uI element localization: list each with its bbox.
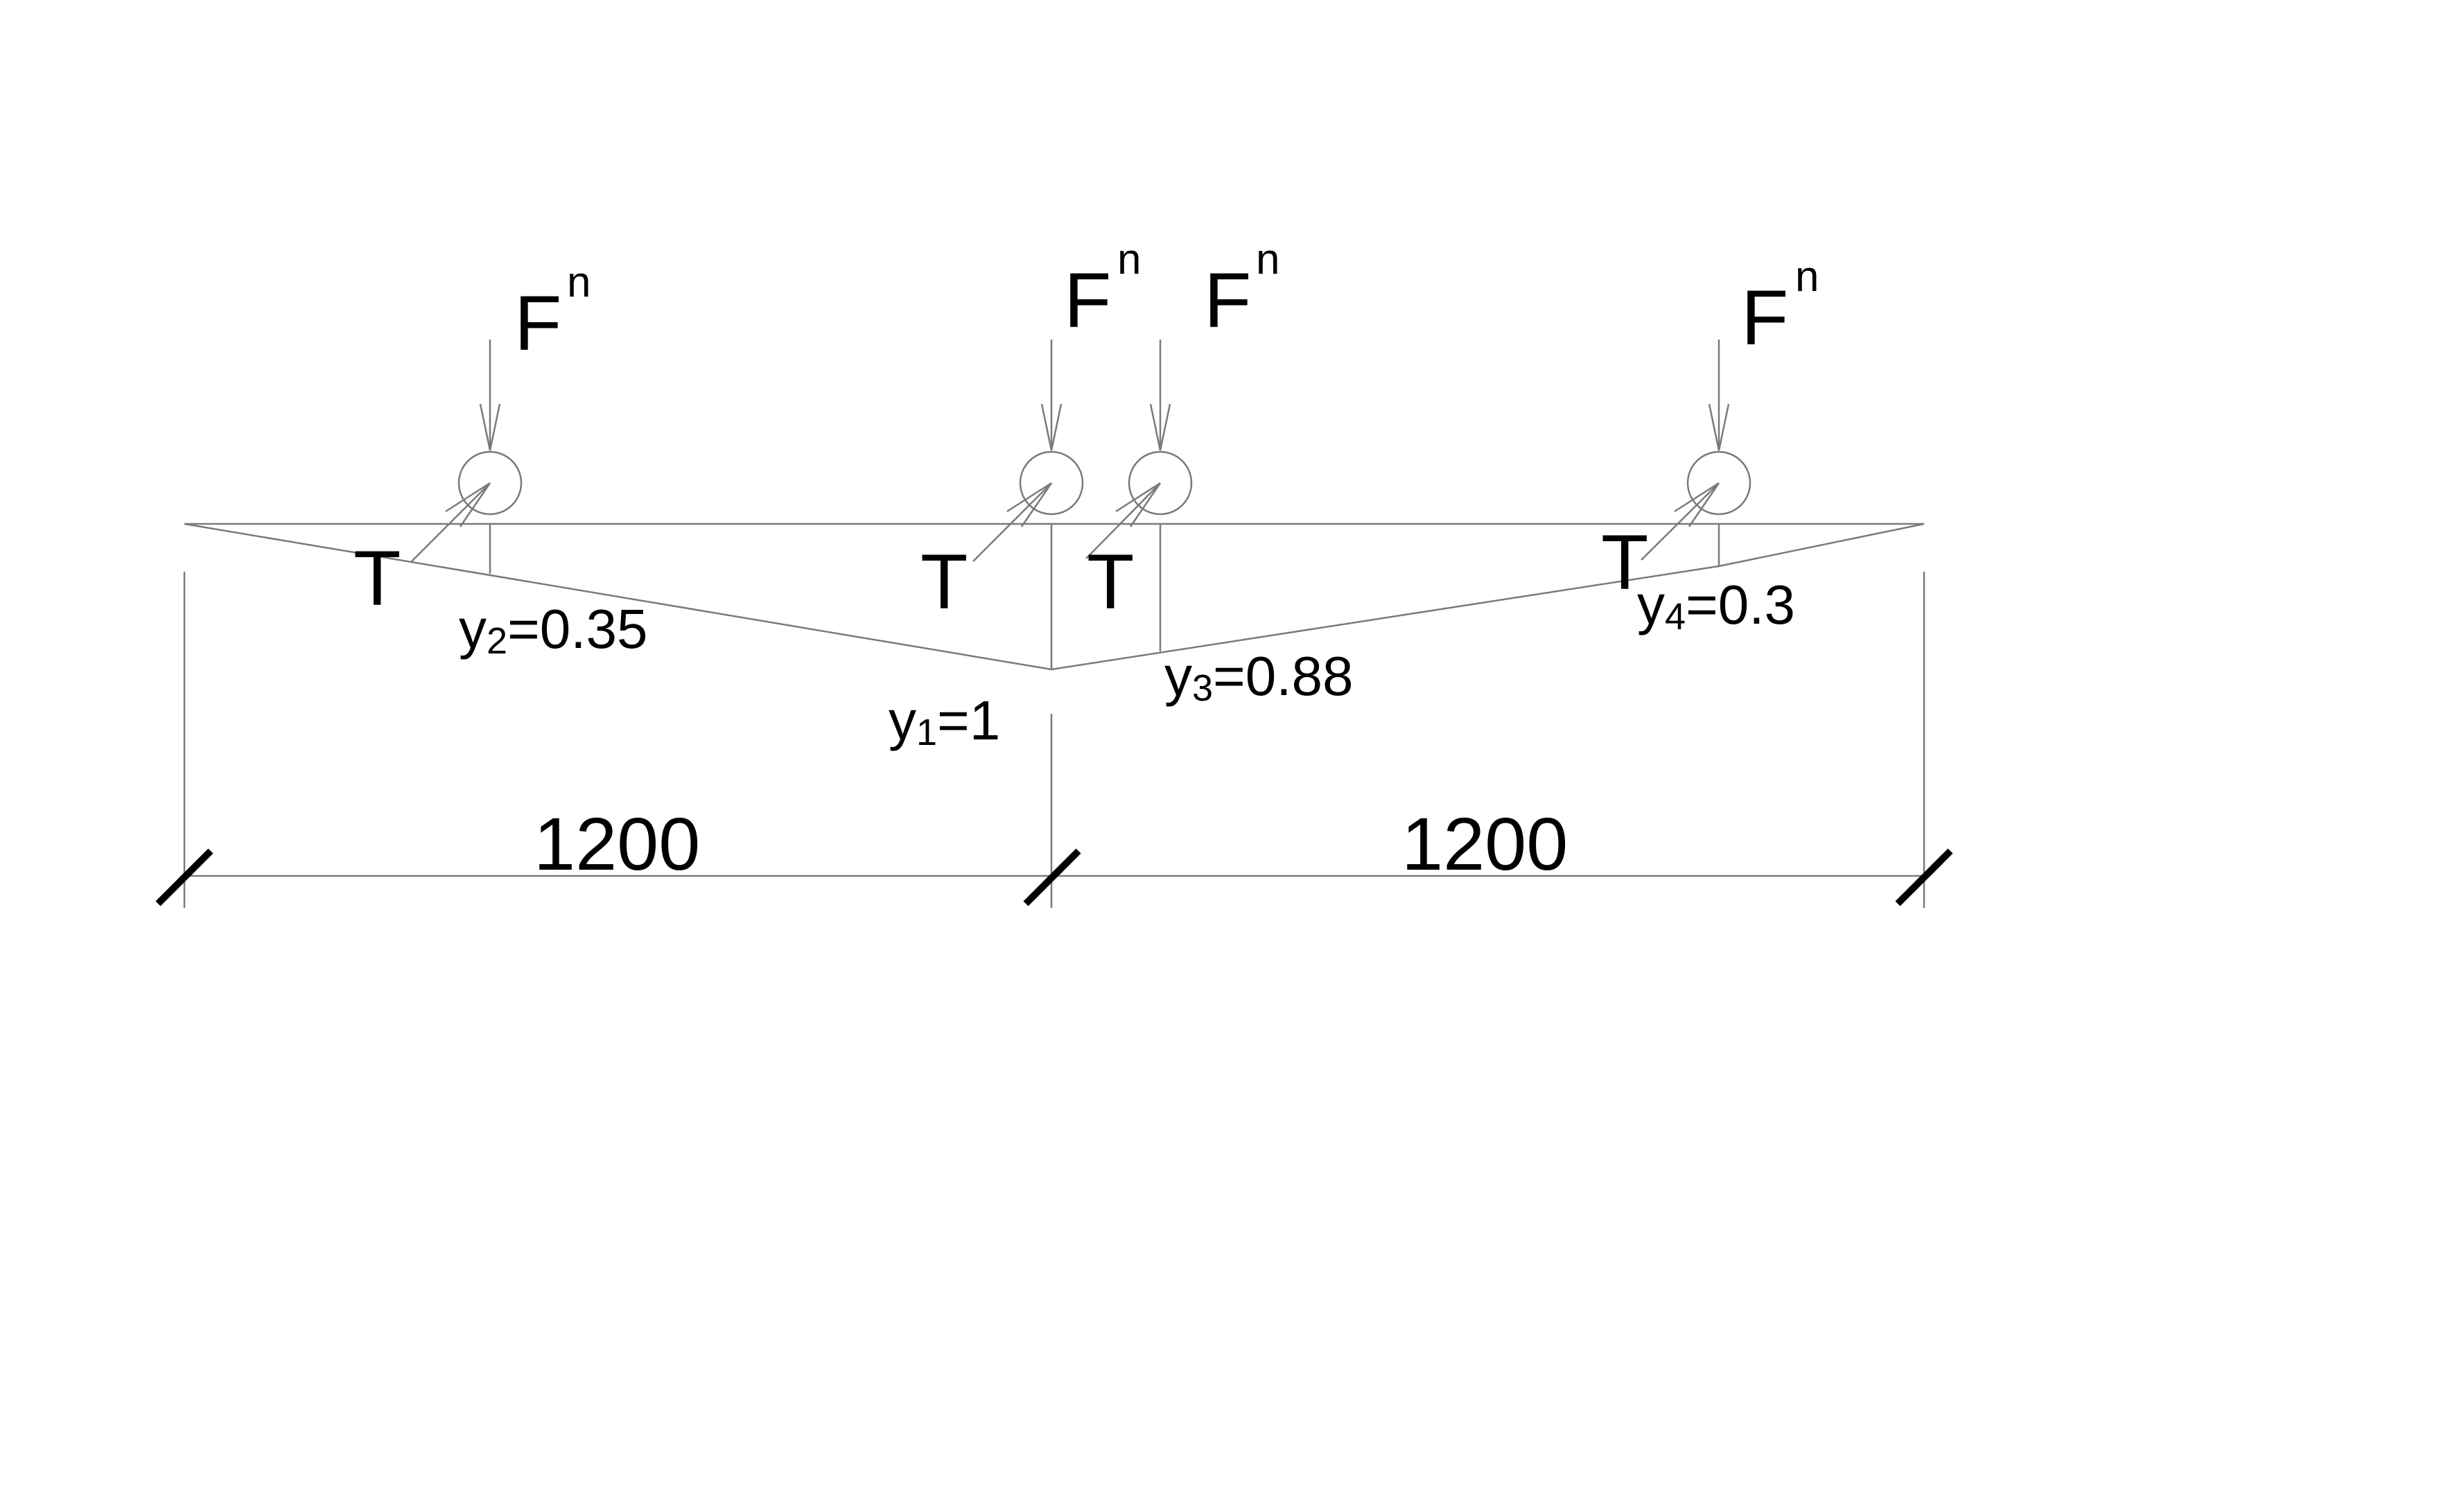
ordinate-label-y1: y1=1 xyxy=(889,690,1000,753)
wheel-circle xyxy=(1019,450,1084,516)
tangent-label: T xyxy=(353,535,401,622)
ordinate-var: y xyxy=(1637,574,1665,635)
load-label-base: F xyxy=(1741,274,1788,361)
ordinate-label-y2: y2=0.35 xyxy=(459,598,647,662)
tangent-arrow-shaft xyxy=(411,482,491,562)
ordinate-subscript: 1 xyxy=(916,712,937,753)
tangent-arrow-shaft xyxy=(1641,482,1720,561)
dimension-tick-middle xyxy=(1023,848,1081,906)
ordinate-value: =0.3 xyxy=(1686,574,1795,635)
load-label-base: F xyxy=(514,280,561,367)
tangent-arrow-head xyxy=(1115,482,1162,527)
tangent-arrow-shaft xyxy=(972,482,1052,562)
ordinate-var: y xyxy=(889,690,916,751)
load-arrow-head xyxy=(1708,403,1730,451)
dimension-tick-right xyxy=(1895,848,1953,906)
span-label-left: 1200 xyxy=(534,802,700,886)
ordinate-value: =1 xyxy=(937,690,1000,751)
dimension-tick-left xyxy=(155,848,213,906)
span-label-right: 1200 xyxy=(1401,802,1568,886)
tangent-arrow-shaft xyxy=(1085,482,1161,559)
ordinate-label-y4: y4=0.3 xyxy=(1637,574,1795,638)
tangent-label: T xyxy=(920,538,968,625)
wheel-3: F n T xyxy=(1085,236,1279,625)
wheel-2: F n T xyxy=(920,236,1141,625)
load-arrow-head xyxy=(1149,403,1171,451)
load-label-superscript: n xyxy=(1256,236,1279,283)
ordinate-var: y xyxy=(459,598,487,660)
wheel-circle xyxy=(457,450,523,516)
load-label-superscript: n xyxy=(1795,253,1819,301)
load-label-superscript: n xyxy=(567,258,591,306)
wheel-circle xyxy=(1128,450,1193,516)
ordinate-subscript: 2 xyxy=(487,620,507,662)
ordinate-subscript: 3 xyxy=(1192,667,1213,709)
load-label-base: F xyxy=(1064,257,1111,344)
ordinate-value: =0.88 xyxy=(1213,645,1353,707)
influence-line xyxy=(184,523,1925,671)
ordinate-value: =0.35 xyxy=(507,598,647,660)
load-label-superscript: n xyxy=(1117,236,1141,283)
wheel-circle xyxy=(1686,450,1751,516)
tangent-arrow-head xyxy=(1006,482,1053,527)
ordinate-subscript: 4 xyxy=(1665,596,1686,638)
load-arrow-head xyxy=(1040,403,1063,451)
tangent-label: T xyxy=(1601,519,1648,606)
tangent-arrow-head xyxy=(445,482,491,527)
wheel-4: F n T xyxy=(1601,253,1819,606)
tangent-arrow-head xyxy=(1674,482,1720,527)
ordinate-label-y3: y3=0.88 xyxy=(1164,645,1353,709)
load-label-base: F xyxy=(1204,257,1251,344)
load-arrow-head xyxy=(479,403,501,451)
wheel-1: F n T xyxy=(353,258,591,622)
ordinate-var: y xyxy=(1164,645,1192,707)
tangent-label: T xyxy=(1087,538,1134,625)
